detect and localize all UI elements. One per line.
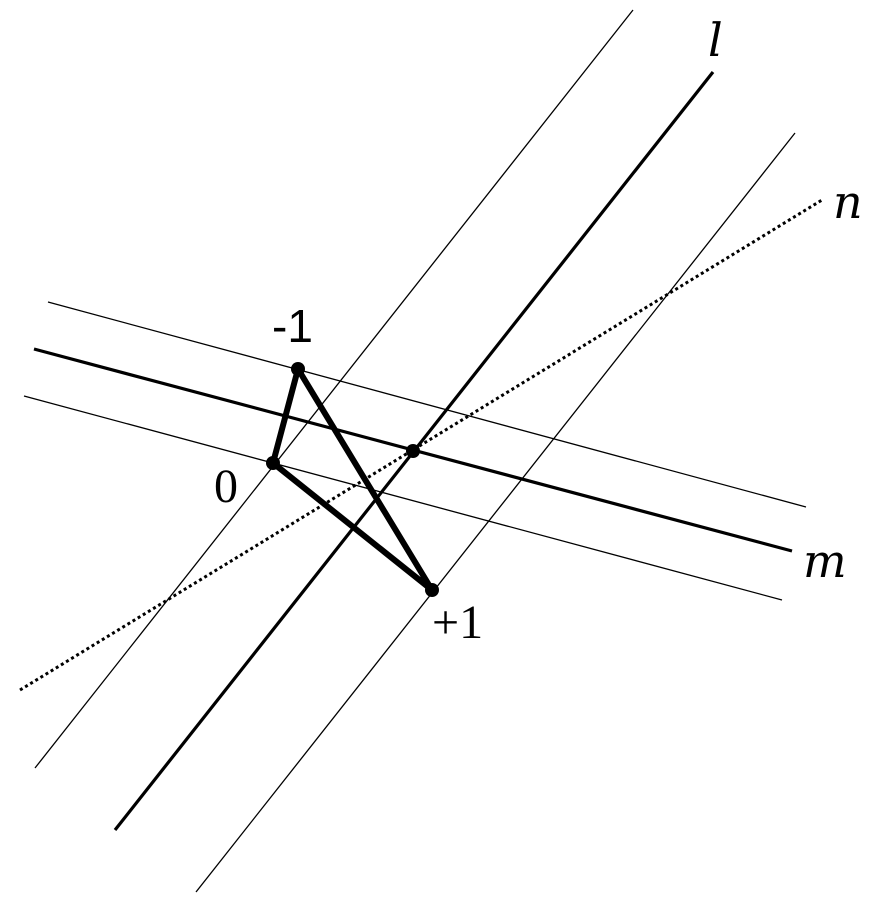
point-plus-one (425, 583, 439, 597)
line-l-parallel-left (34, 9, 634, 769)
line-l-parallel-right (195, 132, 796, 893)
label-point-zero: 0 (214, 460, 238, 513)
triangle (270, 366, 435, 593)
point-zero (266, 456, 280, 470)
label-point-minus-one: -1 (272, 300, 313, 352)
line-n (19, 198, 823, 692)
label-line-l: l (708, 13, 723, 67)
point-intersection (406, 444, 420, 458)
point-minus-one (291, 362, 305, 376)
line-m-parallel-upper (47, 301, 807, 508)
label-line-m: m (803, 534, 847, 588)
label-line-n: n (833, 175, 863, 229)
line-m-parallel-lower (23, 395, 783, 601)
label-point-plus-one: +1 (432, 596, 483, 649)
